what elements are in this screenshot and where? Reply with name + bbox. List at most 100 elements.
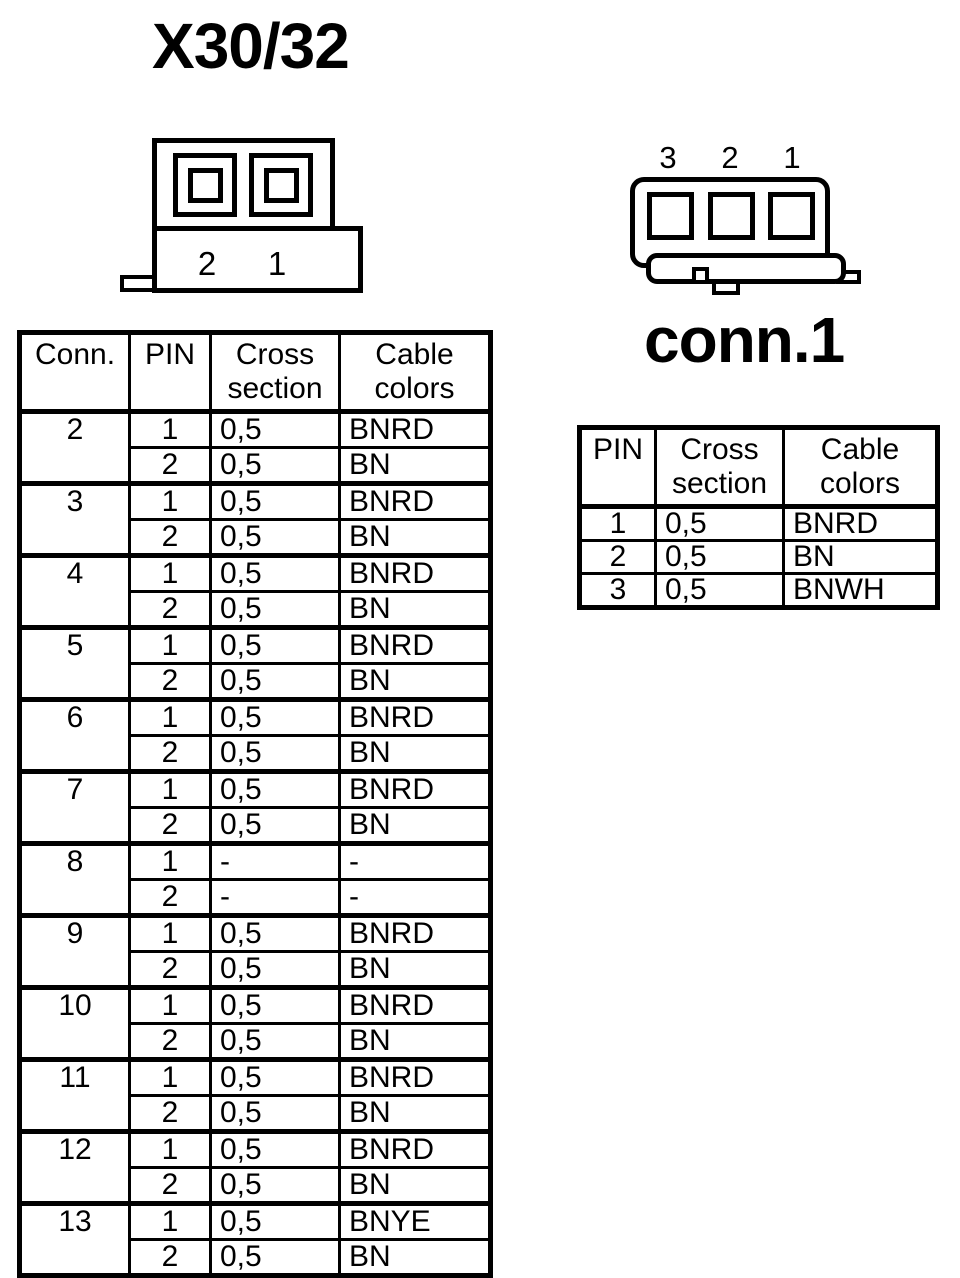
cross-section-cell: 0,5 <box>209 1238 341 1277</box>
cross-section-cell: 0,5 <box>209 985 341 1025</box>
cross-section-cell: 0,5 <box>209 734 341 773</box>
cable-color-cell: - <box>338 841 492 881</box>
cross-section-cell: 0,5 <box>209 1094 341 1133</box>
pin-number-cell: 1 <box>128 1057 212 1097</box>
pin-number-cell: 1 <box>578 505 657 542</box>
cable-color-cell: BNRD <box>338 1057 492 1097</box>
pin-number-cell: 1 <box>128 985 212 1025</box>
pin-number-cell: 1 <box>128 697 212 737</box>
connector-conn1-cavity-pin1 <box>768 192 815 240</box>
connector-x30-pin2-label: 2 <box>197 245 217 282</box>
connector-conn1-cavity-pin3 <box>647 192 694 240</box>
cross-section-cell: 0,5 <box>209 1129 341 1169</box>
pin-number-cell: 1 <box>128 1129 212 1169</box>
cross-section-cell: 0,5 <box>209 950 341 989</box>
pin-number-cell: 1 <box>128 625 212 665</box>
connector-x30-base <box>152 226 363 293</box>
connector-x30-title: X30/32 <box>152 10 350 82</box>
header-conn: Conn. <box>18 331 131 414</box>
cable-color-cell: - <box>338 878 492 917</box>
header-cable-colors: Cable colors <box>338 331 492 414</box>
conn-number-cell: 5 <box>18 625 131 701</box>
cross-section-cell: 0,5 <box>209 1166 341 1205</box>
pin-number-cell: 2 <box>128 806 212 845</box>
header-cable-colors: Cable colors <box>782 426 939 509</box>
cable-color-cell: BNWH <box>782 572 939 609</box>
connector-x30-terminal-pin2 <box>188 168 223 203</box>
cable-color-cell: BN <box>338 1094 492 1133</box>
pin-number-cell: 1 <box>128 481 212 521</box>
header-pin: PIN <box>128 331 212 414</box>
cable-color-cell: BNRD <box>338 769 492 809</box>
pin-number-cell: 1 <box>128 409 212 449</box>
table-row: 2-- <box>20 878 492 917</box>
cable-color-cell: BNRD <box>338 481 492 521</box>
conn-number-cell: 7 <box>18 769 131 845</box>
cable-color-cell: BN <box>338 1238 492 1277</box>
cross-section-cell: 0,5 <box>209 697 341 737</box>
pin-number-cell: 1 <box>128 769 212 809</box>
cross-section-cell: 0,5 <box>209 913 341 953</box>
cable-color-cell: BN <box>338 590 492 629</box>
cross-section-cell: 0,5 <box>209 1022 341 1061</box>
pin-number-cell: 2 <box>128 734 212 773</box>
cable-color-cell: BN <box>338 662 492 701</box>
cable-color-cell: BN <box>338 446 492 485</box>
connector-conn1-bottom-tab <box>712 280 740 295</box>
cable-color-cell: BNRD <box>338 913 492 953</box>
pin-number-cell: 2 <box>128 1022 212 1061</box>
cross-section-cell: 0,5 <box>209 409 341 449</box>
header-row: Conn. PIN Cross section Cable colors <box>18 331 492 414</box>
connector-conn1-pin1-label: 1 <box>783 140 801 175</box>
x30-table-header: Conn. PIN Cross section Cable colors <box>18 331 492 414</box>
cable-color-cell: BN <box>338 1166 492 1205</box>
pin-number-cell: 1 <box>128 553 212 593</box>
cable-color-cell: BNRD <box>338 985 492 1025</box>
pin-number-cell: 2 <box>128 878 212 917</box>
pin-number-cell: 2 <box>578 539 657 575</box>
cable-color-cell: BN <box>338 950 492 989</box>
cross-section-cell: - <box>209 878 341 917</box>
cross-section-cell: 0,5 <box>209 806 341 845</box>
cable-color-cell: BN <box>782 539 939 575</box>
connector-conn1-lock-bar <box>646 253 846 284</box>
cross-section-cell: 0,5 <box>209 625 341 665</box>
cross-section-cell: 0,5 <box>209 1057 341 1097</box>
connector-conn1-pin2-label: 2 <box>721 140 739 175</box>
conn-number-cell: 13 <box>18 1201 131 1277</box>
connector-conn1-cavity-pin2 <box>708 192 755 240</box>
cross-section-cell: - <box>209 841 341 881</box>
conn-number-cell: 11 <box>18 1057 131 1133</box>
pin-number-cell: 2 <box>128 1166 212 1205</box>
connector-x30-terminal-pin1 <box>264 168 299 203</box>
cross-section-cell: 0,5 <box>209 769 341 809</box>
pin-number-cell: 2 <box>128 1238 212 1277</box>
cable-color-cell: BNRD <box>338 625 492 665</box>
connector-conn1-pin3-label: 3 <box>659 140 677 175</box>
cross-section-cell: 0,5 <box>654 505 785 542</box>
pin-number-cell: 1 <box>128 913 212 953</box>
cable-color-cell: BNRD <box>338 697 492 737</box>
header-row: PIN Cross section Cable colors <box>578 426 939 509</box>
conn-number-cell: 8 <box>18 841 131 917</box>
cable-color-cell: BN <box>338 734 492 773</box>
